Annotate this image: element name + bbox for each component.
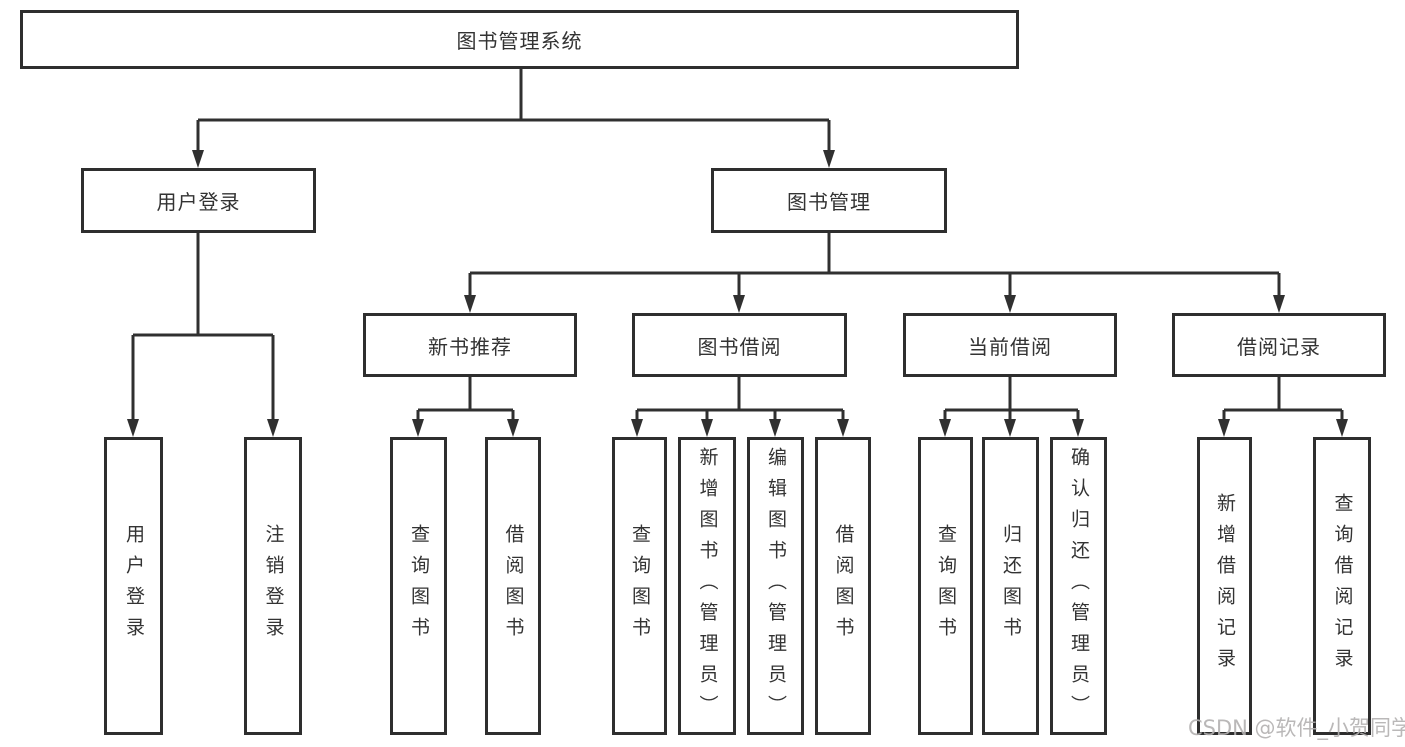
node-leaf-confirm-return-admin: 确认归还（管理员） [1050,437,1107,735]
node-borrow-records: 借阅记录 [1172,313,1386,377]
node-leaf-confirm-return-admin-label: 确认归还（管理员） [1068,446,1090,726]
node-book-management-label: 图书管理 [787,190,871,214]
node-leaf-query-books-2: 查询图书 [612,437,667,735]
node-new-book-recommend-label: 新书推荐 [428,334,512,359]
node-new-book-recommend: 新书推荐 [363,313,577,377]
node-root-system: 图书管理系统 [20,10,1019,69]
node-leaf-query-books-3: 查询图书 [918,437,973,735]
node-leaf-edit-books-admin: 编辑图书（管理员） [747,437,804,735]
csdn-watermark: CSDN @软件_小贺同学 [1188,716,1405,740]
node-root-label: 图书管理系统 [456,29,583,53]
arrowheads [127,150,1348,437]
node-leaf-query-books-2-label: 查询图书 [629,524,651,648]
node-leaf-return-books-label: 归还图书 [1000,524,1022,648]
node-leaf-query-books-1: 查询图书 [390,437,447,735]
node-leaf-borrow-books-1-label: 借阅图书 [502,524,525,648]
node-leaf-borrow-books-1: 借阅图书 [485,437,541,735]
node-user-login: 用户登录 [81,168,316,233]
node-leaf-add-borrow-record-label: 新增借阅记录 [1214,493,1236,679]
node-current-borrow: 当前借阅 [903,313,1117,377]
node-current-borrow-label: 当前借阅 [968,334,1052,359]
node-leaf-logout-label: 注销登录 [262,524,285,648]
node-leaf-user-login-label: 用户登录 [123,524,145,648]
node-leaf-add-books-admin-label: 新增图书（管理员） [696,446,719,726]
node-leaf-query-books-1-label: 查询图书 [408,524,430,648]
node-leaf-logout: 注销登录 [244,437,302,735]
node-leaf-add-books-admin: 新增图书（管理员） [678,437,736,735]
node-leaf-add-borrow-record: 新增借阅记录 [1197,437,1252,735]
node-book-management: 图书管理 [711,168,947,233]
node-leaf-return-books: 归还图书 [982,437,1039,735]
node-leaf-user-login: 用户登录 [104,437,163,735]
node-leaf-borrow-books-2-label: 借阅图书 [832,524,855,648]
node-borrow-records-label: 借阅记录 [1237,334,1321,359]
node-leaf-query-borrow-record: 查询借阅记录 [1313,437,1371,735]
node-user-login-label: 用户登录 [156,190,241,214]
node-leaf-edit-books-admin-label: 编辑图书（管理员） [765,446,787,726]
node-leaf-query-books-3-label: 查询图书 [935,524,957,648]
node-leaf-borrow-books-2: 借阅图书 [815,437,871,735]
node-leaf-query-borrow-record-label: 查询借阅记录 [1331,493,1354,679]
node-book-borrow-label: 图书借阅 [697,334,782,359]
node-book-borrow: 图书借阅 [632,313,847,377]
